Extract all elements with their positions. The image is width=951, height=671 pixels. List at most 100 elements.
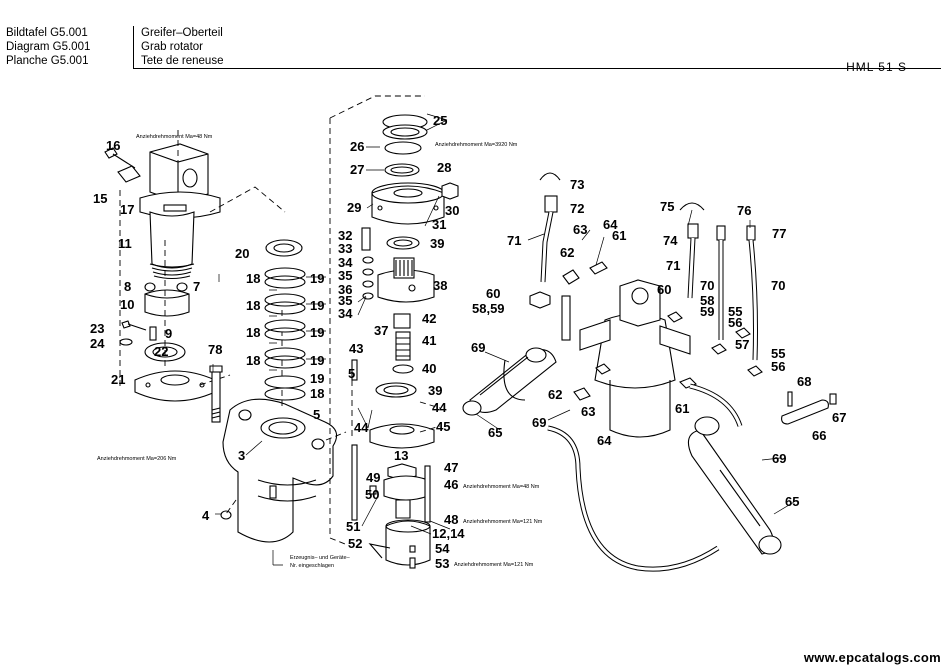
callout-77: 77	[772, 226, 786, 241]
callout-65b: 65	[785, 494, 799, 509]
diagram-title-block: Greifer–Oberteil Grab rotator Tete de re…	[141, 26, 223, 68]
callout-44a: 44	[432, 400, 447, 415]
callout-43: 43	[349, 341, 363, 356]
callout-54: 54	[435, 541, 450, 556]
callout-64b: 64	[597, 433, 612, 448]
torque-note-48-top: Anziehdrehmoment Ma=48 Nm	[136, 134, 213, 140]
diagram-title-en: Grab rotator	[141, 41, 203, 53]
callout-60b: 60	[657, 282, 671, 297]
callout-46: 46	[444, 477, 458, 492]
callout-20: 20	[235, 246, 249, 261]
notes: Anziehdrehmoment Ma=48 Nm Anziehdrehmome…	[97, 134, 543, 569]
callout-78: 78	[208, 342, 222, 357]
callout-21: 21	[111, 372, 125, 387]
callout-60a: 60	[486, 286, 500, 301]
callout-48: 48	[444, 512, 458, 527]
torque-note-3920: Anziehdrehmoment Ma=3920 Nm	[435, 142, 518, 148]
long-bolt	[209, 365, 223, 423]
callout-40: 40	[422, 361, 436, 376]
callout-57: 57	[735, 337, 749, 352]
callout-69c: 69	[772, 451, 786, 466]
callout-18d: 18	[246, 353, 260, 368]
callout-19d: 19	[310, 353, 324, 368]
callout-63b: 63	[581, 404, 595, 419]
callout-66: 66	[812, 428, 826, 443]
callout-69b: 69	[532, 415, 546, 430]
callout-17: 17	[120, 202, 134, 217]
callout-74: 74	[663, 233, 678, 248]
callout-18c: 18	[246, 325, 260, 340]
header-separator	[133, 26, 134, 68]
callout-13: 13	[394, 448, 408, 463]
callout-18a: 18	[246, 271, 260, 286]
callout-68: 68	[797, 374, 811, 389]
callout-71b: 71	[666, 258, 680, 273]
callout-4: 4	[202, 508, 210, 523]
callout-39a: 39	[430, 236, 444, 251]
callout-12-14: 12,14	[432, 526, 465, 541]
diagram-id-block: Bildtafel G5.001 Diagram G5.001 Planche …	[6, 26, 90, 68]
callout-32: 32	[338, 228, 352, 243]
callout-50: 50	[365, 487, 379, 502]
callout-5b: 5	[348, 366, 355, 381]
callout-63a: 63	[573, 222, 587, 237]
callout-9: 9	[165, 326, 172, 341]
callout-27: 27	[350, 162, 364, 177]
center-assembly	[329, 95, 459, 569]
callout-67: 67	[832, 410, 846, 425]
callout-44b: 44	[354, 420, 369, 435]
callout-47: 47	[444, 460, 458, 475]
watermark: www.epcatalogs.com	[803, 650, 941, 665]
left-assembly	[104, 130, 286, 402]
callout-15: 15	[93, 191, 107, 206]
lower-housing	[220, 300, 347, 543]
callout-37: 37	[374, 323, 388, 338]
torque-note-206: Anziehdrehmoment Ma=206 Nm	[97, 456, 177, 462]
callout-35b: 35	[338, 293, 352, 308]
callout-22: 22	[154, 344, 168, 359]
torque-note-121-b: Anziehdrehmoment Ma=121 Nm	[454, 562, 534, 568]
callout-8: 8	[124, 279, 131, 294]
callout-34a: 34	[338, 255, 353, 270]
callout-61b: 61	[675, 401, 689, 416]
torque-note-48-mid: Anziehdrehmoment Ma=48 Nm	[463, 484, 540, 490]
callout-34b: 34	[338, 306, 353, 321]
callout-28: 28	[437, 160, 451, 175]
diagram-id-fr: Planche G5.001	[6, 55, 89, 67]
callout-65a: 65	[488, 425, 502, 440]
leader-lines	[212, 113, 795, 566]
callout-19b: 19	[310, 298, 324, 313]
callout-35a: 35	[338, 268, 352, 283]
right-assembly	[462, 172, 837, 572]
callout-51: 51	[346, 519, 360, 534]
callout-76: 76	[737, 203, 751, 218]
callout-62a: 62	[560, 245, 574, 260]
callout-29: 29	[347, 200, 361, 215]
callout-62b: 62	[548, 387, 562, 402]
callout-53: 53	[435, 556, 449, 571]
callout-58: 58	[700, 293, 714, 308]
callout-72: 72	[570, 201, 584, 216]
callout-16: 16	[106, 138, 120, 153]
diagram-id-en: Diagram G5.001	[6, 41, 91, 53]
callout-55b: 55	[771, 346, 785, 361]
machine-model: HML 51 S	[846, 60, 907, 74]
callout-30: 30	[445, 203, 459, 218]
diagram-id-de: Bildtafel G5.001	[6, 27, 88, 39]
callout-23: 23	[90, 321, 104, 336]
callout-31: 31	[432, 217, 446, 232]
callout-18e: 18	[310, 386, 324, 401]
callout-42: 42	[422, 311, 436, 326]
callout-11: 11	[118, 236, 132, 251]
callout-75: 75	[660, 199, 674, 214]
callout-19c: 19	[310, 325, 324, 340]
callout-56a: 56	[728, 315, 742, 330]
callout-7: 7	[193, 279, 200, 294]
callout-70b: 70	[771, 278, 785, 293]
callout-5a: 5	[313, 407, 320, 422]
callout-39b: 39	[428, 383, 442, 398]
torque-note-121-a: Anziehdrehmoment Ma=121 Nm	[463, 519, 543, 525]
callout-26: 26	[350, 139, 364, 154]
stamp-note-line1: Erzeugnis– und Geräte–	[290, 555, 351, 561]
